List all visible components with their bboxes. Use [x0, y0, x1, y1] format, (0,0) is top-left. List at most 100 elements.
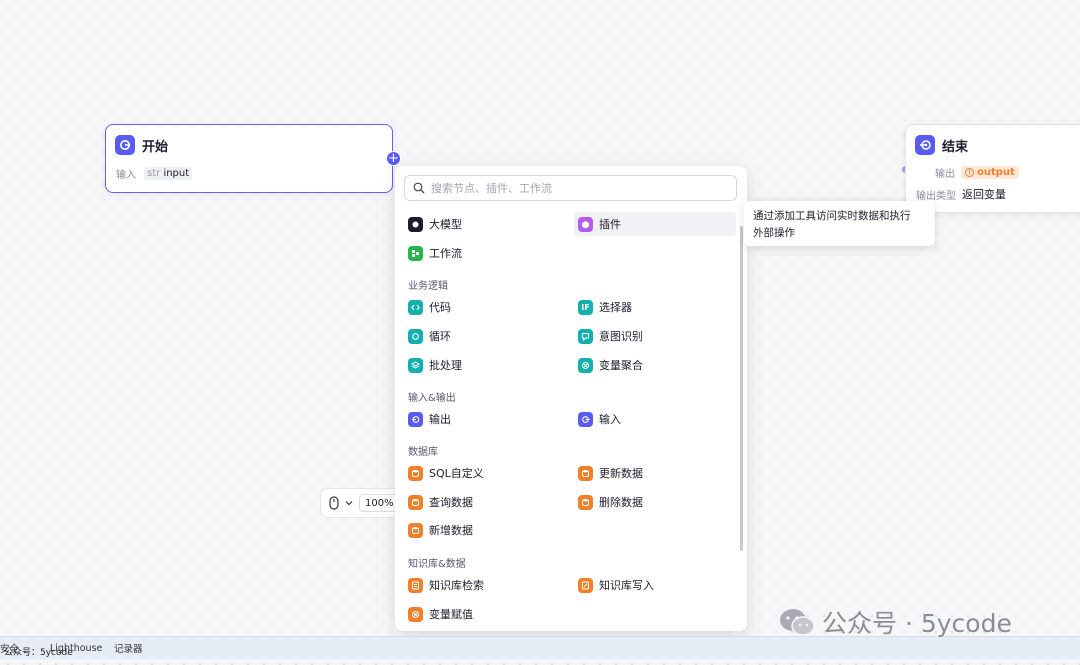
item-code[interactable]: 代码: [408, 296, 568, 318]
zoom-value[interactable]: 100%: [359, 494, 400, 512]
workflow-icon: [408, 245, 423, 261]
item-label: 大模型: [429, 218, 462, 231]
item-label: 删除数据: [599, 496, 643, 509]
tab-lighthouse[interactable]: Lighthouse: [50, 642, 103, 654]
item-label: 循环: [429, 330, 451, 343]
code-icon: [408, 299, 423, 315]
section-title: 业务逻辑: [408, 281, 448, 292]
section-title: 输入&输出: [408, 393, 456, 404]
item-kb-search[interactable]: 知识库检索: [408, 574, 568, 596]
node-picker-panel: 搜索节点、插件、工作流 大模型 插件 工作流 业务逻辑 代码 IF 选择器 循环…: [395, 166, 747, 631]
kb-write-icon: [578, 577, 593, 593]
search-placeholder: 搜索节点、插件、工作流: [431, 182, 552, 195]
item-label: 变量聚合: [599, 359, 643, 372]
end-node-header: 结束: [906, 125, 1080, 165]
end-output-type-row: 输出类型 返回变量: [906, 186, 1080, 202]
chevron-down-icon[interactable]: [345, 499, 353, 507]
plugin-tooltip: 通过添加工具访问实时数据和执行 外部操作: [744, 201, 935, 246]
db-delete-icon: [578, 494, 593, 510]
tooltip-line-2: 外部操作: [753, 227, 795, 239]
start-icon: [115, 135, 135, 155]
item-llm[interactable]: 大模型: [408, 213, 568, 235]
wechat-icon: [780, 609, 815, 636]
input-label: 输入: [116, 170, 136, 181]
item-label: 变量赋值: [429, 608, 473, 621]
devtools-tab-bar: 安全 Lighthouse 记录器 公众号：5ycode: [0, 636, 1080, 659]
intent-icon: [578, 328, 593, 344]
loop-icon: [408, 328, 423, 344]
output-type-label: 输出类型: [916, 190, 956, 202]
plugin-icon: [578, 216, 593, 232]
end-node[interactable]: 结束 输出 ! output 输出类型 返回变量: [905, 124, 1080, 213]
item-intent[interactable]: 意图识别: [578, 325, 738, 347]
item-label: 输出: [429, 413, 451, 426]
end-output-row: 输出 ! output: [906, 165, 1080, 180]
input-type: str: [147, 168, 161, 179]
aggregate-icon: [578, 357, 593, 373]
item-label: 知识库写入: [599, 579, 654, 592]
end-node-title: 结束: [942, 139, 969, 155]
llm-icon: [408, 216, 423, 232]
item-update-data[interactable]: 更新数据: [578, 462, 738, 484]
section-title: 知识库&数据: [408, 559, 466, 570]
warning-icon: !: [965, 168, 974, 177]
item-selector[interactable]: IF 选择器: [578, 296, 738, 318]
section-title: 数据库: [408, 447, 438, 458]
item-label: 新增数据: [429, 524, 473, 537]
mouse-icon[interactable]: [329, 496, 339, 510]
add-node-button[interactable]: +: [386, 151, 401, 166]
item-label: 知识库检索: [429, 579, 484, 592]
item-delete-data[interactable]: 删除数据: [578, 491, 738, 513]
db-update-icon: [578, 465, 593, 481]
db-insert-icon: [408, 522, 423, 538]
input-icon: [578, 411, 593, 427]
output-var: output: [977, 167, 1015, 178]
item-label: 选择器: [599, 301, 632, 314]
output-var-tag: ! output: [961, 166, 1019, 179]
item-insert-data[interactable]: 新增数据: [408, 519, 568, 541]
item-label: SQL自定义: [429, 467, 484, 480]
search-input[interactable]: 搜索节点、插件、工作流: [404, 175, 737, 201]
start-node-title: 开始: [142, 139, 169, 155]
watermark-text: 公众号 · 5ycode: [822, 609, 1012, 638]
item-label: 代码: [429, 301, 451, 314]
output-label: 输出: [935, 169, 955, 180]
item-sql[interactable]: SQL自定义: [408, 462, 568, 484]
output-type-value: 返回变量: [962, 188, 1006, 201]
item-label: 输入: [599, 413, 621, 426]
item-loop[interactable]: 循环: [408, 325, 568, 347]
batch-icon: [408, 357, 423, 373]
item-kb-write[interactable]: 知识库写入: [578, 574, 738, 596]
start-node[interactable]: 开始 输入 str input: [105, 124, 393, 193]
item-query-data[interactable]: 查询数据: [408, 491, 568, 513]
output-icon: [408, 411, 423, 427]
end-icon: [915, 135, 935, 155]
item-label: 插件: [599, 218, 621, 231]
item-batch[interactable]: 批处理: [408, 354, 568, 376]
var-assign-icon: [408, 606, 423, 622]
tab-recorder[interactable]: 记录器: [114, 644, 143, 655]
item-label: 批处理: [429, 359, 462, 372]
item-plugin[interactable]: 插件: [574, 212, 736, 236]
start-node-input-row: 输入 str input: [106, 166, 392, 181]
input-var: input: [163, 168, 190, 179]
kb-search-icon: [408, 577, 423, 593]
scrollbar[interactable]: [740, 226, 743, 551]
item-var-assign[interactable]: 变量赋值: [408, 603, 568, 625]
item-workflow[interactable]: 工作流: [408, 242, 568, 264]
item-label: 查询数据: [429, 496, 473, 509]
item-label: 工作流: [429, 247, 462, 260]
db-query-icon: [408, 494, 423, 510]
search-icon: [413, 182, 425, 194]
tab-security[interactable]: 安全: [0, 644, 20, 655]
overlay-text: 公众号：5ycode: [4, 648, 73, 658]
item-output[interactable]: 输出: [408, 408, 568, 430]
tooltip-line-1: 通过添加工具访问实时数据和执行: [753, 210, 911, 222]
item-aggregate[interactable]: 变量聚合: [578, 354, 738, 376]
db-sql-icon: [408, 465, 423, 481]
item-label: 意图识别: [599, 330, 643, 343]
item-label: 更新数据: [599, 467, 643, 480]
item-input[interactable]: 输入: [578, 408, 738, 430]
if-icon: IF: [578, 299, 593, 315]
start-node-header: 开始: [106, 125, 392, 165]
